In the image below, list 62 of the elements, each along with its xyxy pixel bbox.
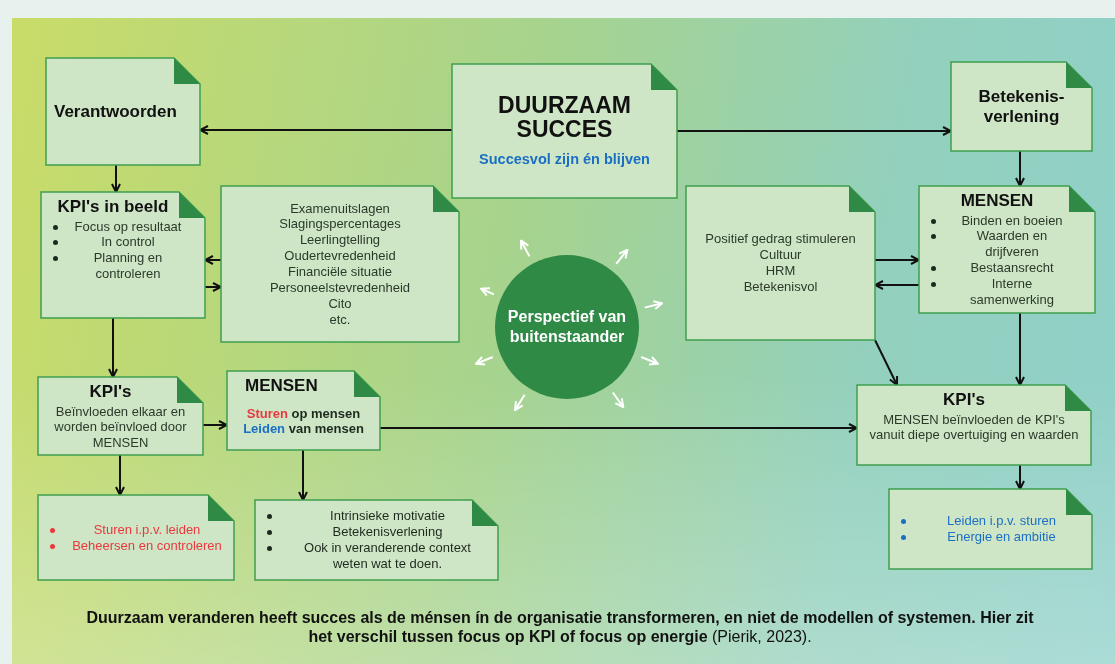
note-box [857, 385, 1091, 465]
box-text: Financiële situatie [286, 264, 394, 280]
box-text: Betekenisvol [742, 278, 819, 295]
box-subtitle: Succesvol zijn én blijven [478, 151, 651, 169]
list-item: Binden en boeien [927, 212, 1087, 229]
list-item: Energie en ambitie [897, 529, 1084, 545]
box-heading: Betekenis- verlening [977, 86, 1066, 127]
list-item: In control [49, 234, 197, 251]
box-heading: MENSEN [244, 376, 319, 396]
box-text: Examenuitslagen [289, 200, 391, 217]
list-item: Ook in veranderende context weten wat te doen. [263, 540, 490, 572]
box-text: etc. [328, 311, 352, 328]
box-heading: KPI's [88, 382, 133, 402]
list-item: Planning en controleren [49, 250, 197, 282]
box-text: Oudertevredenheid [283, 248, 397, 264]
note-box [227, 371, 380, 450]
box-text: Beïnvloeden elkaar en worden beïnvloed door MENSEN [53, 403, 188, 452]
list-item: Waarden en drijfveren [927, 228, 1087, 261]
list-item: Beheersen en controleren [46, 537, 226, 554]
arrow [298, 449, 308, 501]
box-heading: DUURZAAM SUCCES [497, 93, 632, 142]
caption: Duurzaam veranderen heeft succes als de ménsen ín de organisatie transformeren, en niet de modellen of systemen. Hier zit het verschil tussen focus op KPI of focus op energie (Pierik, 2023). [85, 608, 1035, 647]
box-text: Cito [327, 295, 353, 312]
circle-label: Perspectief van buitenstaander [506, 307, 628, 347]
list-item: Bestaansrecht [927, 260, 1087, 276]
list-item: Focus op resultaat [49, 218, 197, 235]
note-box [38, 377, 203, 455]
box-heading: KPI's in beeld [56, 197, 170, 217]
list-item: Interne samenwerking [927, 276, 1087, 308]
arrow [108, 317, 118, 378]
box-text: Cultuur [758, 247, 803, 263]
note-box [919, 186, 1095, 313]
box-heading: Verantwoorden [54, 101, 178, 122]
box-text: MENSEN beïnvloeden de KPI's vanuit diepe overtuiging en waarden [868, 411, 1080, 444]
arrow [115, 454, 125, 496]
box-text: Leerlingtelling [298, 232, 382, 249]
note-box [255, 500, 498, 580]
note-box [46, 58, 200, 165]
box-text: Positief gedrag stimuleren [704, 231, 857, 248]
box-text: Sturen op mensen [245, 405, 362, 422]
arrow [1015, 312, 1025, 386]
list-item: Intrinsieke motivatie [263, 508, 490, 525]
arrow [874, 339, 899, 386]
note-box [41, 192, 205, 318]
box-heading: KPI's [942, 390, 986, 410]
note-box [951, 62, 1092, 151]
box-heading: MENSEN [959, 191, 1035, 211]
note-box [221, 186, 459, 342]
note-box [38, 495, 234, 580]
arrow [1015, 150, 1025, 187]
arrow [1015, 464, 1025, 490]
note-box [452, 64, 677, 198]
box-text: HRM [764, 263, 797, 279]
arrow [111, 164, 121, 193]
list-item: Leiden i.p.v. sturen [897, 513, 1084, 529]
list-item: Betekenisverlening [263, 524, 490, 540]
note-box [889, 489, 1092, 569]
box-text: Personeelstevredenheid [268, 279, 412, 296]
box-text: Leiden van mensen [242, 421, 365, 438]
box-text: Slagingspercentages [278, 216, 402, 233]
list-item: Sturen i.p.v. leiden [46, 521, 226, 538]
note-box [686, 186, 875, 340]
